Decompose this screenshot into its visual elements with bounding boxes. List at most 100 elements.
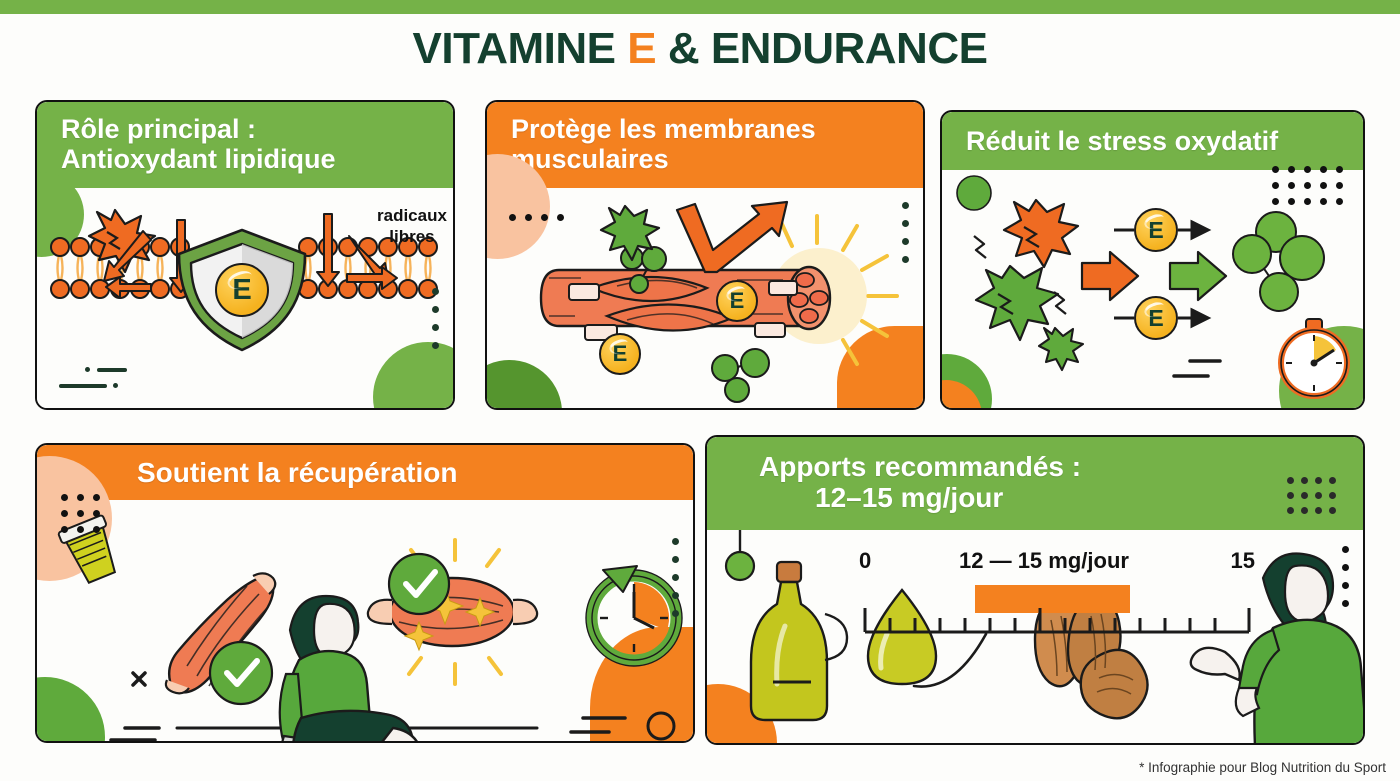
scale-range-label: 12 — 15 mg/jour xyxy=(959,547,1129,573)
scale-highlight xyxy=(975,584,1130,613)
vitamin-e-badge-upper-letter: E xyxy=(729,288,745,314)
vitamin-e-badge-lower-letter: E xyxy=(612,341,628,367)
card-protege-membranes[interactable]: Protège les membranes musculaires xyxy=(485,100,925,410)
check-icon-right xyxy=(403,569,438,599)
vitamin-e-badge-upper: E xyxy=(1134,208,1178,253)
card-stress-oxydatif-title-line1: Réduit le stress oxydatif xyxy=(966,126,1279,156)
recovery-clock-icon xyxy=(585,565,683,668)
top-accent-bar xyxy=(0,0,1400,14)
decor-dot-column xyxy=(672,538,679,618)
card-role-principal-title-line2: Antioxydant lipidique xyxy=(61,144,336,175)
card-protege-membranes-title-line2: musculaires xyxy=(511,144,669,175)
radicaux-libres-label: radicaux libres xyxy=(377,206,447,247)
person-forearm-lower xyxy=(1234,686,1261,717)
card-stress-oxydatif[interactable]: Réduit le stress oxydatif xyxy=(940,110,1365,410)
card-stress-oxydatif-body: E E xyxy=(942,166,1363,408)
scale-max-label: 15 xyxy=(1230,547,1255,573)
energy-sunburst xyxy=(779,214,899,367)
repaired-muscle-icon xyxy=(366,538,539,687)
person-hand-open xyxy=(1189,646,1241,682)
vitamin-e-badge-upper-letter: E xyxy=(1148,216,1164,243)
stabilized-molecule xyxy=(1232,211,1325,313)
card-apports-recommandes-title-line2: 12–15 mg/jour xyxy=(815,482,1004,514)
decor-dashes xyxy=(109,671,627,741)
check-badge-left xyxy=(208,641,274,706)
vitamin-e-badge-letter: E xyxy=(232,273,252,306)
check-badge-right xyxy=(387,553,451,616)
oil-bottle-icon xyxy=(749,560,849,721)
performance-arrow xyxy=(675,201,789,274)
card-stress-oxydatif-header: Réduit le stress oxydatif xyxy=(942,112,1363,171)
card-apports-recommandes-body: 0 12 — 15 mg/jour 15 xyxy=(707,529,1363,743)
vitamin-e-badge-upper: E xyxy=(716,280,758,323)
scale-axis xyxy=(863,607,1251,634)
card-protege-membranes-header: Protège les membranes musculaires xyxy=(487,102,923,189)
decor-dash-dot-2 xyxy=(113,383,118,389)
vitamin-e-badge-lower-letter: E xyxy=(1148,304,1164,331)
oxidative-burst-green xyxy=(974,265,1060,342)
person-figure xyxy=(1189,552,1363,743)
page-title-part1: VITAMINE xyxy=(412,24,628,73)
decor-dash-dot-1 xyxy=(85,367,90,373)
card-recuperation-title-line1: Soutient la récupération xyxy=(137,457,458,488)
athlete-face xyxy=(312,603,356,659)
decor-dot-column xyxy=(432,288,439,350)
card-role-principal-header: Rôle principal : Antioxydant lipidique xyxy=(37,102,453,189)
stopwatch-icon xyxy=(1278,318,1350,400)
card-recuperation[interactable]: Soutient la récupération xyxy=(35,443,695,743)
decor-dot-column xyxy=(902,202,909,264)
footer-note: * Infographie pour Blog Nutrition du Spo… xyxy=(1139,760,1386,775)
oxidative-stress-illustration xyxy=(956,175,1350,400)
page-title-part2: & ENDURANCE xyxy=(656,24,988,73)
card-protege-membranes-body: E E xyxy=(487,154,923,408)
page-title: VITAMINE E & ENDURANCE xyxy=(0,24,1400,74)
spark-marks xyxy=(973,235,1067,316)
card-apports-recommandes-header: Apports recommandés : 12–15 mg/jour xyxy=(707,437,1363,530)
block-arrow-green xyxy=(1168,251,1228,302)
card-recuperation-header: Soutient la récupération xyxy=(37,445,693,501)
muscle-fiber-illustration xyxy=(539,201,899,404)
radicaux-libres-label-line2: libres xyxy=(389,227,435,247)
decor-dot-grid xyxy=(1272,166,1343,206)
block-arrow-orange xyxy=(1080,251,1140,302)
scale-min-label: 0 xyxy=(859,547,872,573)
vitamin-e-badge: E xyxy=(215,263,269,318)
check-icon-left xyxy=(224,658,260,688)
card-recuperation-body xyxy=(37,456,693,741)
card-apports-recommandes-title-line1: Apports recommandés : xyxy=(759,451,1082,482)
card-role-principal-body: E radicaux libres xyxy=(37,172,453,408)
intake-illustration xyxy=(724,529,1363,743)
page-title-accent: E xyxy=(627,24,657,73)
decor-green-dot xyxy=(956,175,992,212)
card-protege-membranes-title-line1: Protège les membranes xyxy=(511,114,816,144)
decor-dot-row xyxy=(509,214,564,222)
card-role-principal[interactable]: Rôle principal : Antioxydant lipidique xyxy=(35,100,455,410)
intake-scale-widget: 0 12 — 15 mg/jour 15 xyxy=(857,548,1257,638)
radicaux-libres-label-line1: radicaux xyxy=(377,206,447,226)
decor-circle xyxy=(646,711,676,741)
athlete-shorts xyxy=(292,709,415,741)
vitamin-e-badge-lower: E xyxy=(1134,296,1178,341)
person-face xyxy=(1283,564,1330,623)
protein-shake-icon xyxy=(57,514,117,585)
decor-dash-line-2 xyxy=(59,384,107,389)
oil-drop-icon xyxy=(866,587,938,685)
almonds-icon xyxy=(1033,597,1149,720)
card-apports-recommandes[interactable]: Apports recommandés : 12–15 mg/jour xyxy=(705,435,1365,745)
card-role-principal-title-line1: Rôle principal : xyxy=(61,114,257,144)
connector-curve xyxy=(912,632,988,688)
recovery-illustration xyxy=(57,514,683,741)
decor-dash-line-1 xyxy=(97,368,127,373)
decor-dot-grid xyxy=(61,494,100,534)
oxidative-burst-green-small xyxy=(1037,327,1085,372)
oxidative-burst-orange xyxy=(1002,199,1080,269)
hanging-dot xyxy=(724,550,756,581)
decor-dot-column xyxy=(1342,545,1349,607)
green-burst xyxy=(599,205,661,262)
vitamin-e-badge-lower: E xyxy=(599,333,641,376)
decor-dot-grid-header xyxy=(1287,477,1336,514)
decor-dashes xyxy=(1172,359,1222,378)
athlete-figure xyxy=(175,595,539,741)
free-radical-burst xyxy=(87,209,157,274)
e-arrow-lines xyxy=(1114,219,1212,329)
